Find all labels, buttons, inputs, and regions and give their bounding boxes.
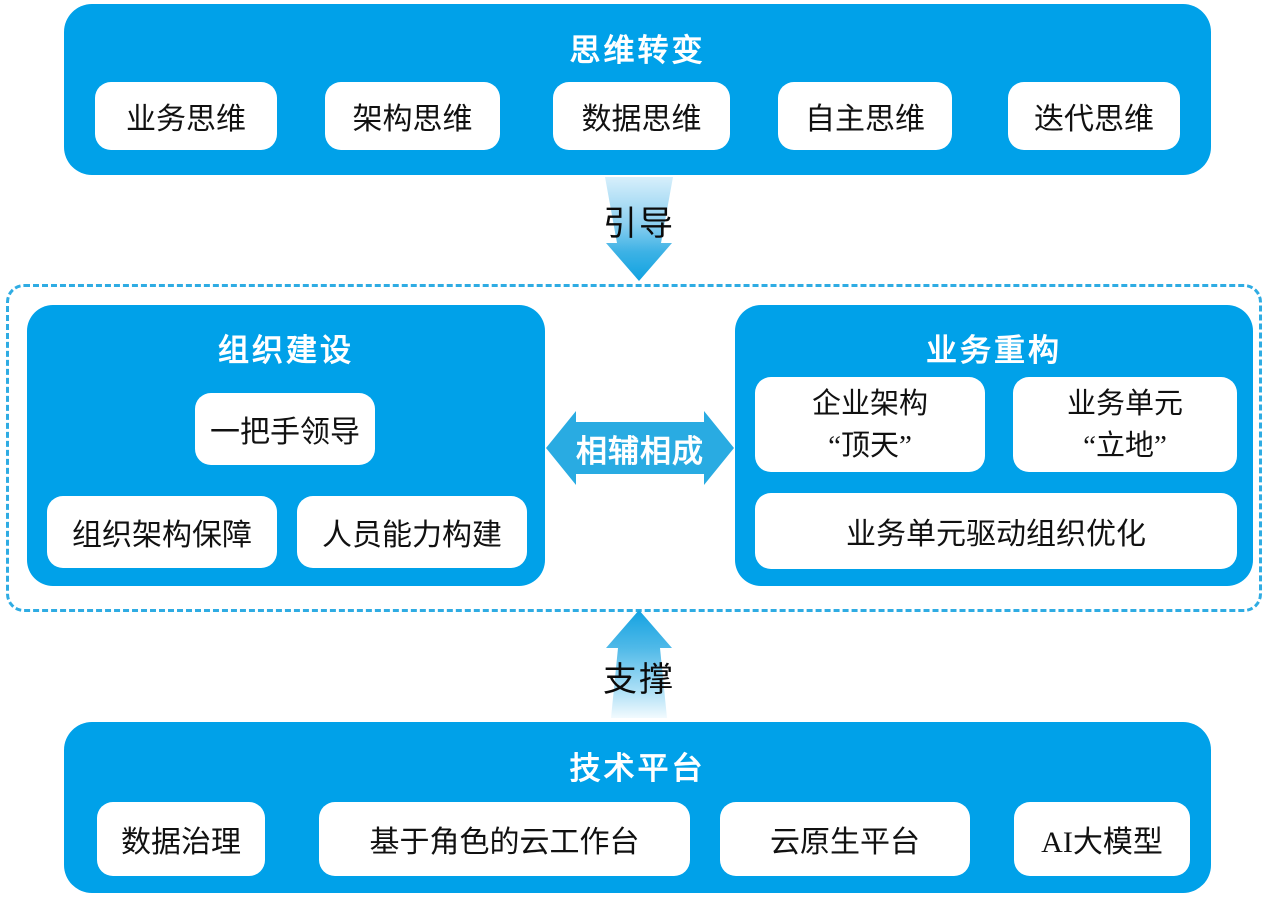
double-arrow-icon [546, 411, 734, 485]
support-arrow-label: 支撑 [603, 662, 675, 699]
cloud-native-platform-chip: 云原生平台 [720, 802, 970, 876]
mindset-panel-title: 思维转变 [569, 33, 706, 68]
organization-panel-title: 组织建设 [218, 333, 354, 368]
top-leader-chip: 一把手领导 [195, 393, 375, 465]
mindset-item-business-thinking: 业务思维 [95, 82, 277, 150]
business-unit-line2: “立地” [1083, 429, 1167, 462]
platform-panel: 技术平台 数据治理 基于角色的云工作台 云原生平台 AI大模型 [64, 722, 1211, 893]
organization-panel: 组织建设 一把手领导 组织架构保障 人员能力构建 [27, 305, 545, 586]
mutual-arrow-label: 相辅相成 [576, 433, 704, 469]
platform-panel-title: 技术平台 [569, 751, 706, 786]
mutual-arrow: 相辅相成 [546, 411, 734, 485]
org-structure-guarantee-chip: 组织架构保障 [47, 496, 277, 568]
business-unit-line1: 业务单元 [1066, 387, 1183, 420]
enterprise-architecture-line2: “顶天” [828, 429, 912, 462]
business-unit-drives-org-chip: 业务单元驱动组织优化 [755, 493, 1237, 569]
enterprise-architecture-card: 企业架构 “顶天” [755, 377, 985, 472]
middle-dashed-container [6, 284, 1262, 612]
ai-large-model-chip: AI大模型 [1014, 802, 1190, 876]
guide-arrow-label: 引导 [603, 206, 675, 243]
mindset-item-autonomous-thinking: 自主思维 [778, 82, 952, 150]
data-governance-chip: 数据治理 [97, 802, 265, 876]
mindset-item-architecture-thinking: 架构思维 [325, 82, 500, 150]
role-based-cloud-workbench-chip: 基于角色的云工作台 [319, 802, 690, 876]
business-panel: 业务重构 企业架构 “顶天” 业务单元 “立地” 业务单元驱动组织优化 [735, 305, 1253, 586]
business-panel-title: 业务重构 [926, 333, 1062, 368]
mindset-item-data-thinking: 数据思维 [553, 82, 730, 150]
personnel-capability-chip: 人员能力构建 [297, 496, 527, 568]
down-arrow-icon [605, 177, 673, 281]
mindset-panel: 思维转变 业务思维 架构思维 数据思维 自主思维 迭代思维 [64, 4, 1211, 175]
mindset-item-iterative-thinking: 迭代思维 [1008, 82, 1180, 150]
business-unit-card: 业务单元 “立地” [1013, 377, 1237, 472]
enterprise-architecture-line1: 企业架构 [811, 387, 928, 420]
up-arrow-icon [606, 610, 672, 718]
